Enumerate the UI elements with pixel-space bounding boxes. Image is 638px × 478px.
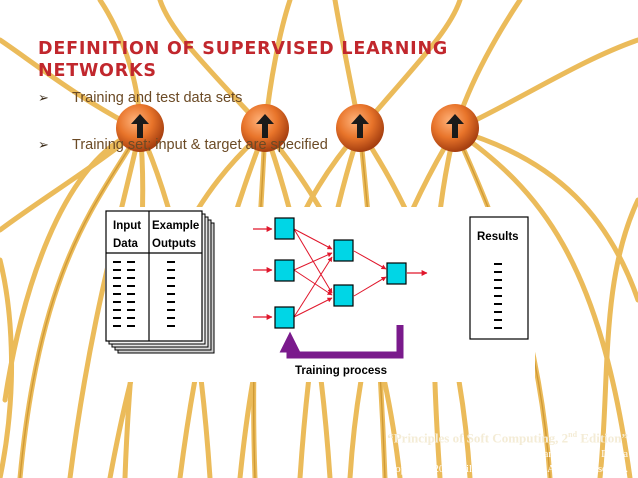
training-data-table: Input Example Data Outputs xyxy=(105,210,215,354)
input-arrows xyxy=(253,226,273,320)
bullet-arrow-icon: ➢ xyxy=(38,90,49,105)
network-connections xyxy=(293,228,387,318)
up-arrow-icons xyxy=(131,114,464,138)
supervised-learning-diagram: Input Example Data Outputs Training proc… xyxy=(105,207,535,382)
training-process-label: Training process xyxy=(295,365,387,377)
copyright-notice: Copyright 2011 Wiley India Pvt. Ltd. All… xyxy=(388,464,628,475)
network-nodes xyxy=(274,217,407,329)
table-header-outputs: Outputs xyxy=(152,238,196,250)
slide-title: DEFINITION OF SUPERVISED LEARNING NETWOR… xyxy=(38,39,449,81)
bullet-text: Training set; input & target are specifi… xyxy=(72,137,328,153)
bullet-text: Training and test data sets xyxy=(72,90,243,106)
bullet-item: ➢ Training set; input & target are specif… xyxy=(38,137,328,153)
table-header-example: Example xyxy=(152,220,199,232)
table-header-input: Input xyxy=(113,220,141,232)
table-header-data: Data xyxy=(113,238,139,250)
results-table: Results xyxy=(469,216,529,340)
book-authors: by S.N. Sivanandam & SN Deepa xyxy=(485,449,628,460)
bullet-arrow-icon: ➢ xyxy=(38,137,49,152)
training-feedback-arrow xyxy=(279,325,404,359)
bullet-item: ➢ Training and test data sets xyxy=(38,90,242,106)
book-title: “Principles of Soft Computing, 2nd Editi… xyxy=(387,430,628,446)
results-label: Results xyxy=(477,231,519,243)
